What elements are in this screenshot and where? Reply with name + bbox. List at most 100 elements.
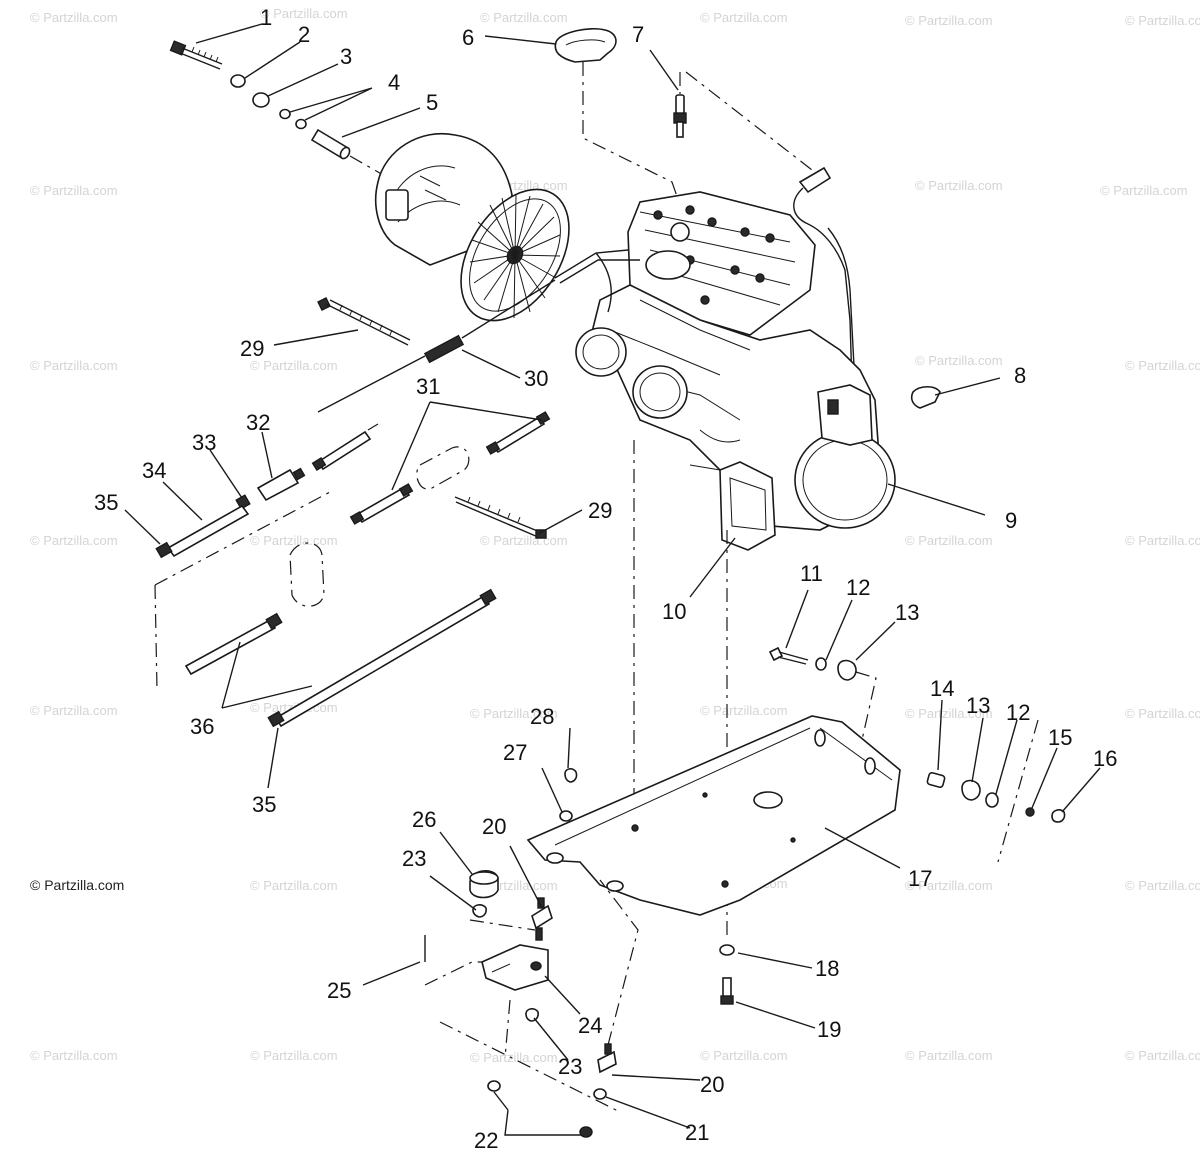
watermark: © Partzilla.com — [700, 10, 788, 25]
part-cover-tab — [910, 385, 941, 409]
part-plug-wire — [793, 166, 856, 386]
callout-13: 13 — [895, 600, 919, 625]
callout-13: 13 — [966, 693, 990, 718]
lower-bracket-assembly — [424, 768, 639, 1138]
callout-34: 34 — [142, 458, 166, 483]
callout-29: 29 — [240, 336, 264, 361]
part-washer — [295, 118, 307, 130]
part-washer — [719, 944, 735, 956]
part-engine — [575, 191, 896, 531]
callout-4: 4 — [388, 70, 400, 95]
callout-26: 26 — [412, 807, 436, 832]
callout-21: 21 — [685, 1120, 709, 1145]
callout-19: 19 — [817, 1017, 841, 1042]
watermark: © Partzilla.com — [250, 358, 338, 373]
watermark: © Partzilla.com — [470, 706, 558, 721]
watermark: © Partzilla.com — [905, 13, 993, 28]
callout-28: 28 — [530, 704, 554, 729]
callout-23: 23 — [558, 1054, 582, 1079]
watermark: © Partzilla.com — [250, 1048, 338, 1063]
callout-35: 35 — [94, 490, 118, 515]
callout-30: 30 — [524, 366, 548, 391]
watermark: © Partzilla.com — [260, 6, 348, 21]
callout-15: 15 — [1048, 725, 1072, 750]
callout-10: 10 — [662, 599, 686, 624]
callout-7: 7 — [632, 22, 644, 47]
part-gasket — [719, 461, 776, 551]
watermark: © Partzilla.com — [905, 706, 993, 721]
watermark: © Partzilla.com — [1125, 533, 1200, 548]
watermark: © Partzilla.com — [905, 1048, 993, 1063]
watermark: © Partzilla.com — [915, 353, 1003, 368]
callout-29: 29 — [588, 498, 612, 523]
watermark: © Partzilla.com — [470, 1050, 558, 1065]
part-bolt — [720, 977, 734, 1005]
part-spacer — [252, 92, 270, 108]
part-sleeve — [310, 128, 351, 160]
watermark: © Partzilla.com — [480, 10, 568, 25]
part-mounting-plate — [526, 715, 901, 916]
watermark: © Partzilla.com — [1125, 878, 1200, 893]
callout-31: 31 — [416, 374, 440, 399]
watermark: © Partzilla.com — [905, 878, 993, 893]
callout-9: 9 — [1005, 508, 1017, 533]
watermark: © Partzilla.com — [915, 178, 1003, 193]
watermark: © Partzilla.com — [30, 1048, 118, 1063]
callout-3: 3 — [340, 44, 352, 69]
watermark: © Partzilla.com — [480, 533, 568, 548]
callout-24: 24 — [578, 1013, 602, 1038]
watermark: © Partzilla.com — [905, 533, 993, 548]
part-bolt — [169, 40, 223, 70]
watermark: © Partzilla.com — [30, 358, 118, 373]
watermark: © Partzilla.com — [30, 183, 118, 198]
watermark: © Partzilla.com — [1125, 13, 1200, 28]
part-drive-clutch — [374, 132, 570, 322]
watermark: © Partzilla.com — [1125, 706, 1200, 721]
callout-35: 35 — [252, 792, 276, 817]
watermark: © Partzilla.com — [700, 1048, 788, 1063]
callout-33: 33 — [192, 430, 216, 455]
callout-18: 18 — [815, 956, 839, 981]
callout-11: 11 — [800, 561, 823, 586]
callout-14: 14 — [930, 676, 954, 701]
callout-23: 23 — [402, 846, 426, 871]
callout-22: 22 — [474, 1128, 498, 1153]
callout-6: 6 — [462, 25, 474, 50]
fuel-line-group — [154, 411, 551, 728]
watermark: © Partzilla.com — [1100, 183, 1188, 198]
right-mount-hardware — [768, 646, 1066, 863]
callout-12: 12 — [846, 575, 870, 600]
brand-label: © Partzilla.com — [30, 877, 124, 893]
callout-27: 27 — [503, 740, 527, 765]
watermark: © Partzilla.com — [30, 533, 118, 548]
part-rotor-cap — [554, 27, 617, 63]
callout-1: 1 — [260, 5, 272, 30]
callout-32: 32 — [246, 410, 270, 435]
part-washer — [279, 108, 291, 120]
watermark: © Partzilla.com — [250, 878, 338, 893]
callout-16: 16 — [1093, 746, 1117, 771]
callout-25: 25 — [327, 978, 351, 1003]
callout-5: 5 — [426, 90, 438, 115]
watermark-layer: © Partzilla.com © Partzilla.com © Partzi… — [30, 6, 1200, 1065]
watermark: © Partzilla.com — [700, 703, 788, 718]
part-cable-tie — [317, 297, 411, 346]
part-washer — [230, 74, 246, 88]
callout-17: 17 — [908, 866, 932, 891]
drive-clutch-assembly — [169, 40, 570, 322]
callout-20: 20 — [482, 814, 506, 839]
watermark: © Partzilla.com — [1125, 358, 1200, 373]
watermark: © Partzilla.com — [1125, 1048, 1200, 1063]
leader-lines — [124, 23, 1101, 1136]
watermark: © Partzilla.com — [250, 533, 338, 548]
callout-12: 12 — [1006, 700, 1030, 725]
watermark: © Partzilla.com — [30, 703, 118, 718]
callout-36: 36 — [190, 714, 214, 739]
part-throttle-cable — [317, 279, 556, 413]
callout-8: 8 — [1014, 363, 1026, 388]
part-spark-plug — [673, 94, 687, 138]
callout-2: 2 — [298, 22, 310, 47]
watermark: © Partzilla.com — [30, 10, 118, 25]
